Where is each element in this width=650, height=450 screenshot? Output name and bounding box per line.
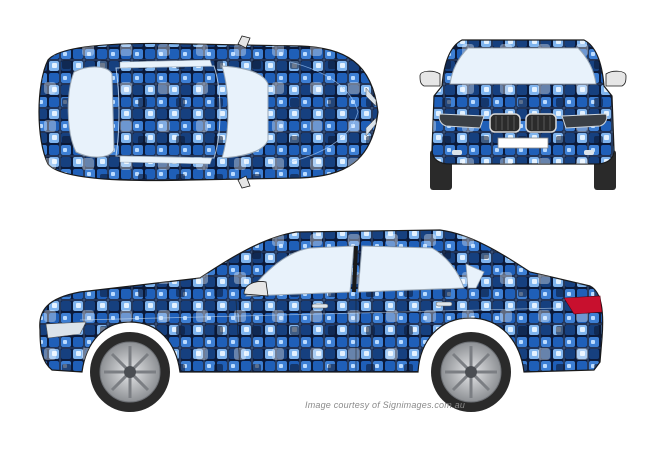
front-headlight-left <box>438 113 485 129</box>
top-windshield <box>221 65 269 159</box>
front-headlight-right <box>561 113 608 129</box>
side-window-rear <box>357 245 465 293</box>
top-mirror-left <box>237 35 251 49</box>
front-number-plate <box>497 137 549 149</box>
top-roof <box>115 65 221 159</box>
side-wheel-front <box>90 332 170 412</box>
front-view <box>419 39 627 190</box>
side-wheel-rear <box>431 332 511 412</box>
side-mirror <box>243 281 269 297</box>
side-view <box>39 229 604 412</box>
front-windshield <box>449 47 597 85</box>
top-rear-window <box>67 66 115 158</box>
front-mirror-right <box>605 70 627 87</box>
side-taillight <box>563 295 603 315</box>
front-grille-left <box>489 113 521 133</box>
front-grille-right <box>525 113 557 133</box>
top-mirror-right <box>237 175 251 189</box>
top-view <box>38 35 379 189</box>
side-headlight <box>45 321 87 339</box>
image-credit: Image courtesy of Signimages.com.au <box>305 400 466 410</box>
front-mirror-left <box>419 70 441 87</box>
